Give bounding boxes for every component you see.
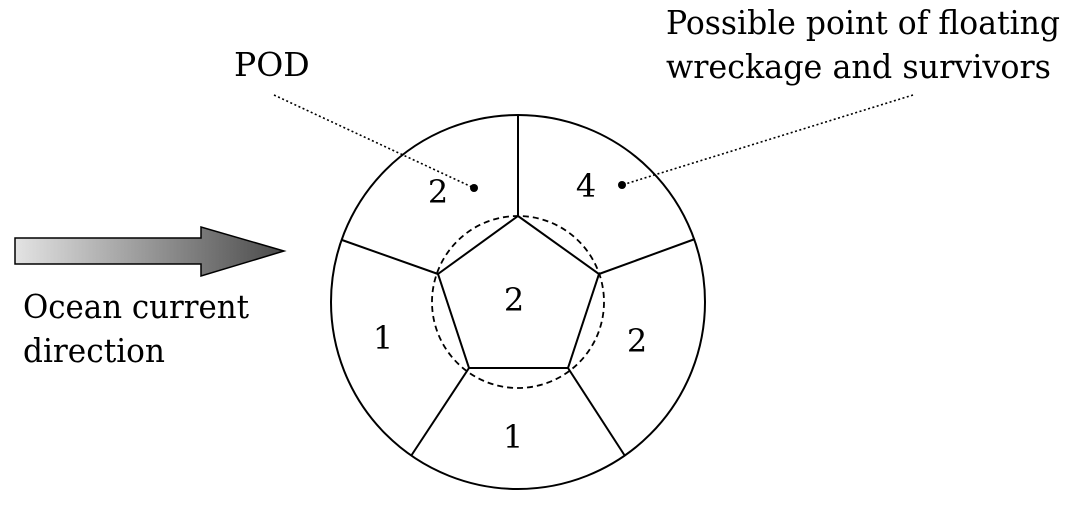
possible-point-label-line1: Possible point of floating: [666, 3, 1060, 42]
wreckage-point-marker: [618, 181, 626, 189]
wreckage-leader-line: [621, 94, 914, 186]
pod-label: POD: [234, 45, 310, 84]
sector-value-center: 2: [504, 281, 524, 319]
sector-divider-right: [598, 238, 696, 275]
pod-leader-line: [273, 94, 475, 189]
ocean-current-arrow: [14, 226, 287, 278]
sector-divider-left: [341, 239, 439, 275]
sector-value-top-left: 2: [428, 173, 448, 211]
ocean-current-label-line2: direction: [23, 331, 165, 370]
sector-value-top-right: 4: [576, 167, 596, 205]
ocean-current-label-line1: Ocean current: [23, 287, 249, 326]
sector-divider-bottom-right: [567, 367, 626, 457]
sector-value-left: 1: [373, 319, 393, 357]
sector-value-right: 2: [627, 322, 647, 360]
sector-divider-bottom-left: [410, 367, 470, 457]
possible-point-label-line2: wreckage and survivors: [666, 47, 1051, 86]
pod-point-marker: [470, 184, 478, 192]
center-pentagon: [436, 214, 601, 369]
sector-value-bottom: 1: [503, 418, 523, 456]
